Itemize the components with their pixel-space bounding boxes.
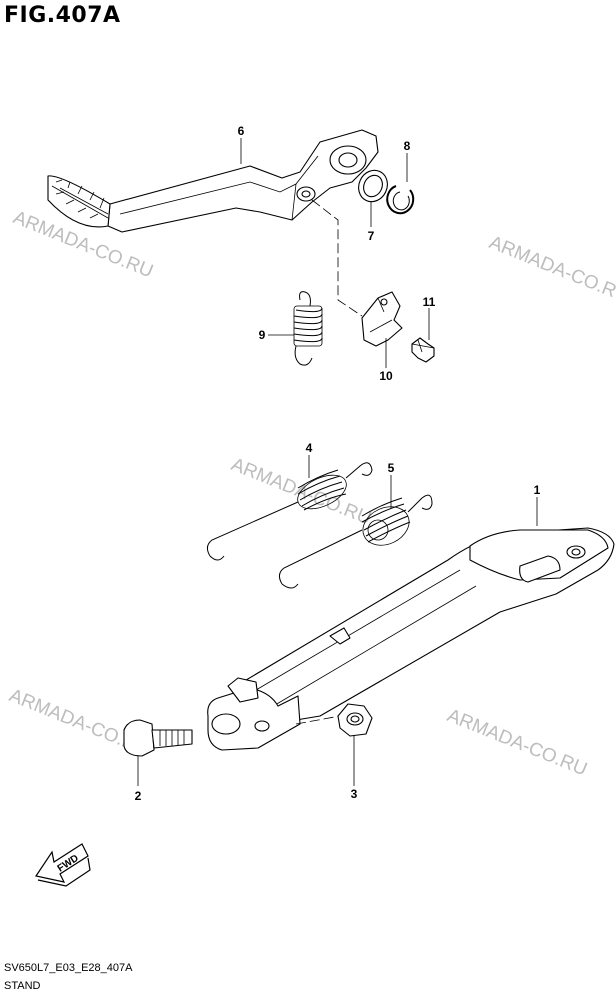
callout-6: 6 — [238, 124, 245, 138]
callout-4: 4 — [306, 441, 313, 455]
stand-bolt — [123, 719, 193, 757]
callout-8: 8 — [404, 139, 411, 153]
stand-spring-outer — [206, 462, 373, 561]
bracket-bolt — [411, 337, 435, 363]
stand-spring-inner — [278, 494, 433, 589]
callout-11: 11 — [423, 295, 436, 309]
fwd-arrow-icon: FWD — [35, 843, 91, 887]
footer-code: SV650L7_E03_E28_407A — [4, 962, 133, 974]
figure-title: FIG.407A — [4, 3, 121, 28]
washer — [358, 169, 388, 203]
stand-nut — [337, 703, 373, 737]
watermark-5: ARMADA-CO.RU — [444, 705, 590, 780]
callout-3: 3 — [351, 787, 358, 801]
pedal-lever — [47, 129, 379, 233]
callout-5: 5 — [388, 461, 395, 475]
callout-2: 2 — [135, 789, 142, 803]
callout-9: 9 — [259, 328, 266, 342]
leader-lines — [137, 138, 538, 786]
watermark-2: ARMADA-CO.RU — [486, 232, 616, 307]
callout-10: 10 — [379, 369, 393, 383]
footer-name: STAND — [4, 980, 41, 992]
circlip — [386, 185, 415, 215]
callout-7: 7 — [368, 229, 375, 243]
spring-bracket — [361, 291, 403, 347]
pedal-spring — [293, 291, 323, 366]
callout-1: 1 — [534, 483, 541, 497]
side-stand — [207, 527, 615, 751]
